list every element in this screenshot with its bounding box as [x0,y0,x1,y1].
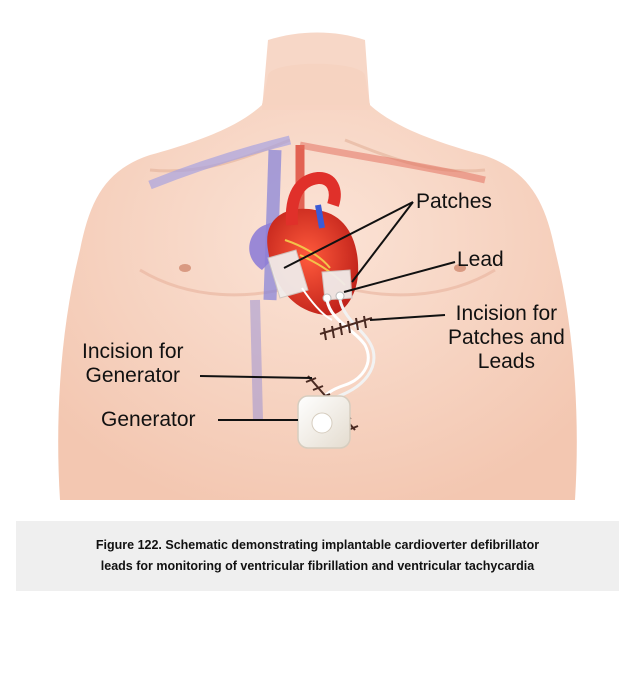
label-incision-patches-leads-line2: Patches and [448,326,565,350]
label-incision-generator: Incision for Generator [82,340,184,388]
label-incision-patches-leads: Incision for Patches and Leads [448,302,565,374]
label-incision-generator-line1: Incision for [82,340,184,364]
label-generator: Generator [101,408,196,432]
caption-line-1: Figure 122. Schematic demonstrating impl… [96,535,539,556]
chest-illustration [0,0,635,500]
generator-device [298,396,350,448]
label-incision-generator-line2: Generator [82,364,184,388]
label-incision-patches-leads-line3: Leads [448,350,565,374]
caption-line-2: leads for monitoring of ventricular fibr… [101,556,534,577]
label-incision-patches-leads-line1: Incision for [448,302,565,326]
label-lead: Lead [457,248,504,272]
label-patches: Patches [416,190,492,214]
figure-caption: Figure 122. Schematic demonstrating impl… [16,521,619,591]
